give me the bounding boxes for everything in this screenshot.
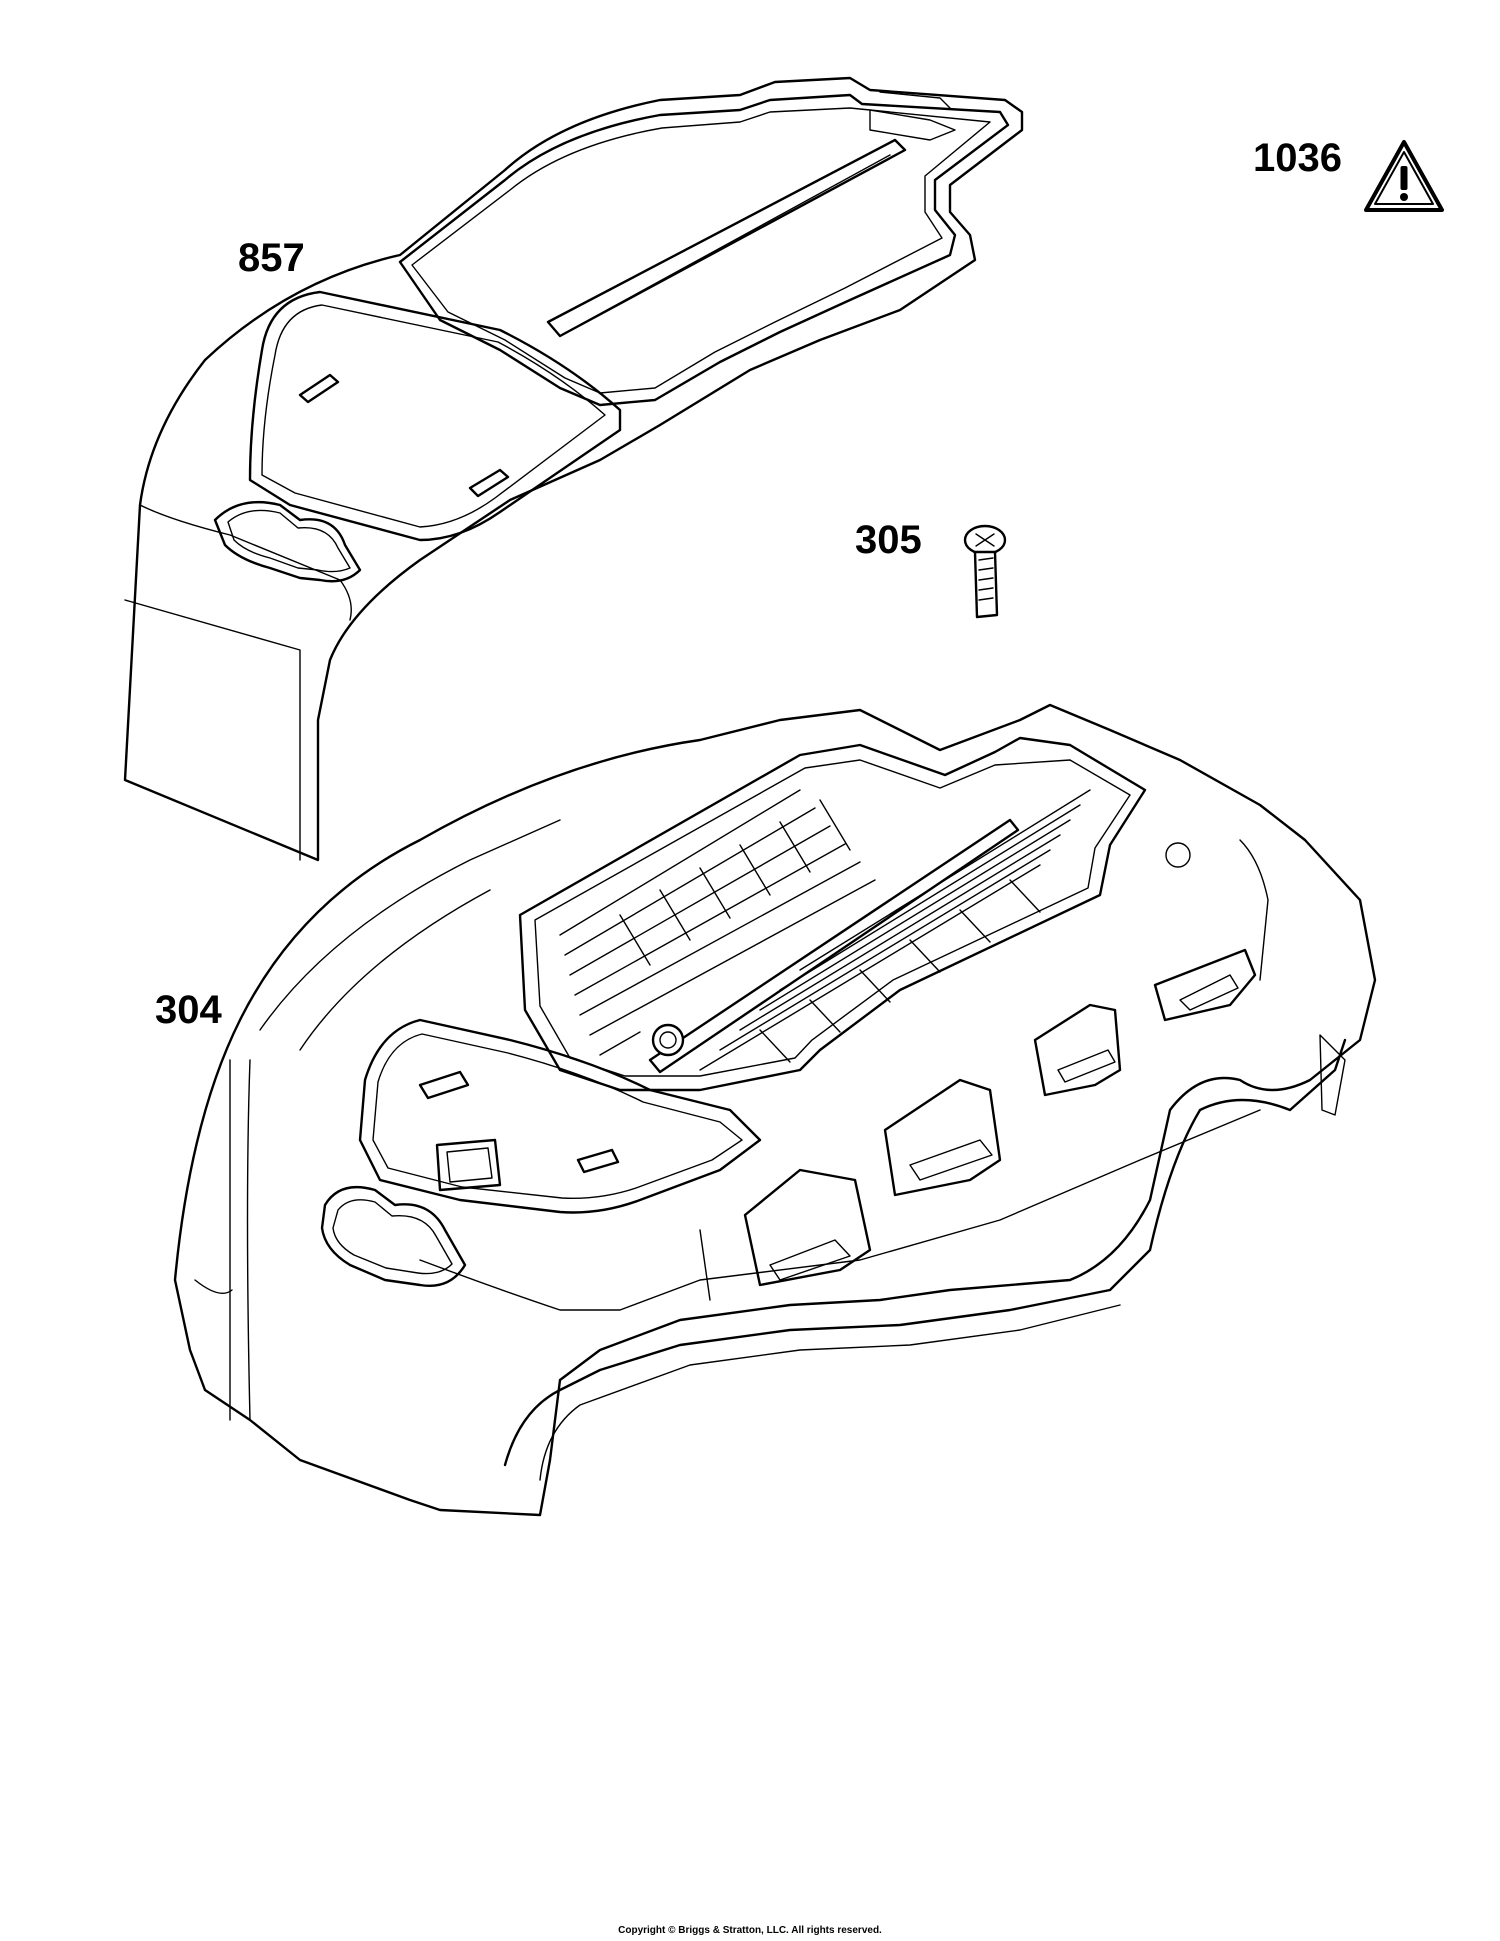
part-label-1036[interactable]: 1036 bbox=[1253, 136, 1342, 180]
cover-857-drawing bbox=[123, 76, 1024, 862]
copyright-footer: Copyright © Briggs & Stratton, LLC. All … bbox=[618, 1925, 882, 1936]
part-label-304[interactable]: 304 bbox=[155, 988, 222, 1032]
warning-triangle-icon bbox=[1364, 140, 1444, 212]
screw-305-drawing bbox=[963, 524, 1007, 619]
part-label-857[interactable]: 857 bbox=[238, 236, 305, 280]
part-label-305[interactable]: 305 bbox=[855, 518, 922, 562]
shroud-304-drawing bbox=[173, 703, 1377, 1517]
